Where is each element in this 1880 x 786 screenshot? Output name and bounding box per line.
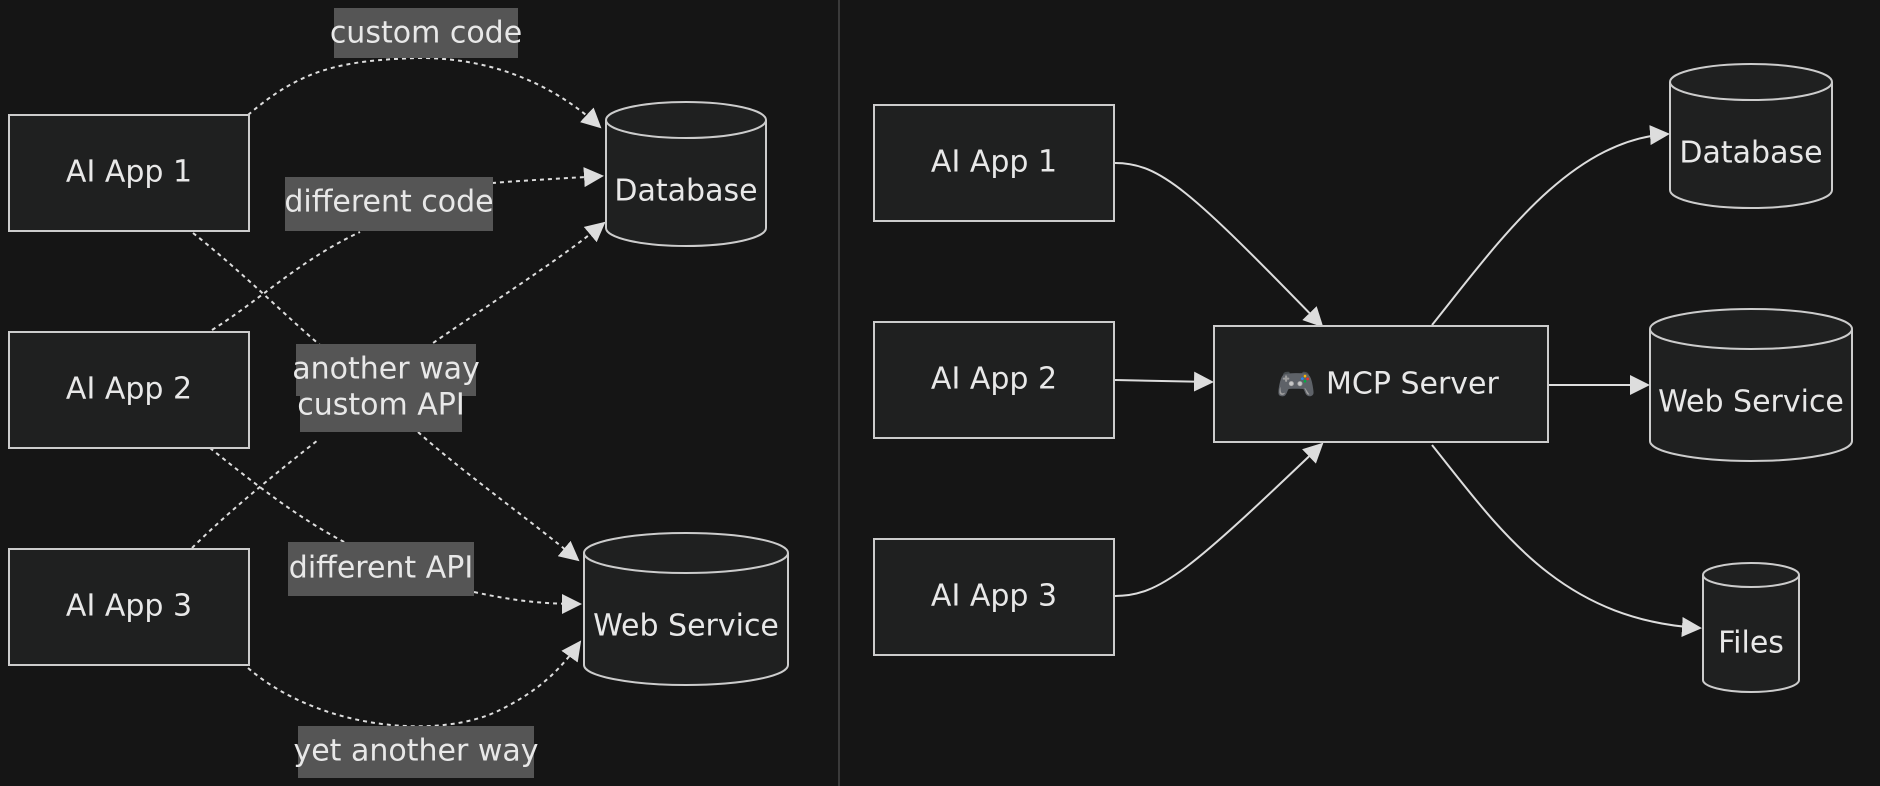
edge-r-mcp-files [1431,444,1702,637]
label-different-api-text: different API [289,551,473,586]
edge-app3-webservice-yet-another-way [247,640,582,728]
left-app-1: AI App 1 [8,114,250,232]
left-app-2-label: AI App 2 [66,372,192,407]
label-different-api: different API [288,542,474,596]
edge-r-app1-mcp [1114,162,1324,328]
label-yet-another-way-text: yet another way [293,734,538,769]
left-web-service-label: Web Service [593,609,779,644]
right-database-label: Database [1679,136,1822,171]
right-app-1-label: AI App 1 [931,145,1057,180]
left-database-label: Database [614,174,757,209]
left-app-3: AI App 3 [8,548,250,666]
right-database: Database [1669,63,1833,209]
left-app-2: AI App 2 [8,331,250,449]
right-files-label: Files [1718,626,1784,661]
left-app-1-label: AI App 1 [66,155,192,190]
label-custom-code-text: custom code [330,16,522,51]
edge-r-mcp-database [1431,125,1670,326]
edge-app2-webservice-different-api-b [473,591,582,614]
edge-app3-database-custom-api-b [419,221,606,353]
edge-r-app3-mcp [1114,442,1324,597]
left-web-service: Web Service [583,532,789,686]
right-app-2: AI App 2 [873,321,1115,439]
label-different-code-text: different code [284,185,493,220]
right-web-service: Web Service [1649,308,1853,462]
edge-app3-database-custom-api [191,439,319,549]
label-yet-another-way: yet another way [293,726,539,778]
edge-r-app2-mcp [1114,371,1214,392]
right-app-1: AI App 1 [873,104,1115,222]
right-files: Files [1702,562,1800,693]
label-different-code: different code [284,177,494,231]
label-custom-api: custom API [297,380,465,432]
right-app-3-label: AI App 3 [931,579,1057,614]
mcp-server-label: MCP Server [1326,367,1500,402]
right-web-service-label: Web Service [1658,385,1844,420]
edge-app1-database-custom-code [247,56,602,129]
label-custom-api-text: custom API [297,388,464,423]
edge-app1-webservice-another-way [192,232,321,346]
edge-app1-webservice-another-way-b [417,431,580,562]
gamepad-icon: 🎮 [1276,365,1316,403]
edge-app2-database-different-code [211,231,361,331]
edge-app2-webservice-different-api [209,447,351,546]
right-app-2-label: AI App 2 [931,362,1057,397]
mcp-server: 🎮 MCP Server [1213,325,1549,443]
left-database: Database [605,101,767,247]
left-app-3-label: AI App 3 [66,589,192,624]
label-custom-code: custom code [330,8,522,58]
edge-app2-database-different-code-b [491,167,604,188]
right-app-3: AI App 3 [873,538,1115,656]
